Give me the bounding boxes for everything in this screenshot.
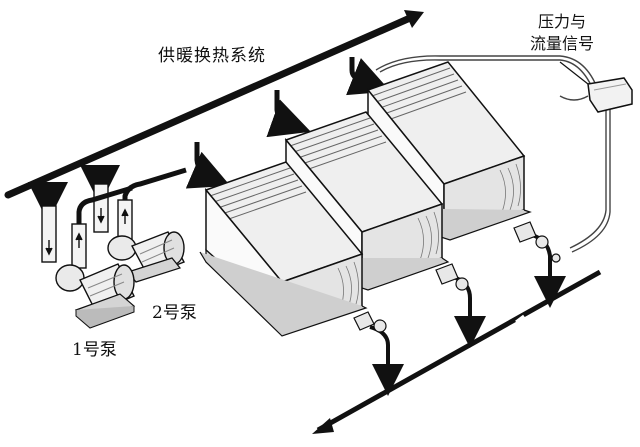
signal-lines <box>375 55 611 253</box>
supply-header-pipe <box>4 10 424 199</box>
signal-label-line-1: 压力与 <box>538 12 587 31</box>
pump-1 <box>55 263 136 329</box>
pipe-flow-arrows <box>45 208 129 256</box>
pump-2 <box>107 231 185 283</box>
return-valves <box>353 221 561 333</box>
supply-branch-pipes <box>28 57 391 222</box>
system-title-label: 供暖换热系统 <box>158 46 266 66</box>
pump-connection-pipes <box>76 167 187 224</box>
heat-exchanger-1 <box>199 161 368 337</box>
signal-sensor-box <box>559 61 633 113</box>
pump-1-label: 1号泵 <box>72 340 117 360</box>
pump-2-label: 2号泵 <box>152 303 197 323</box>
signal-label-line-2: 流量信号 <box>530 34 595 53</box>
